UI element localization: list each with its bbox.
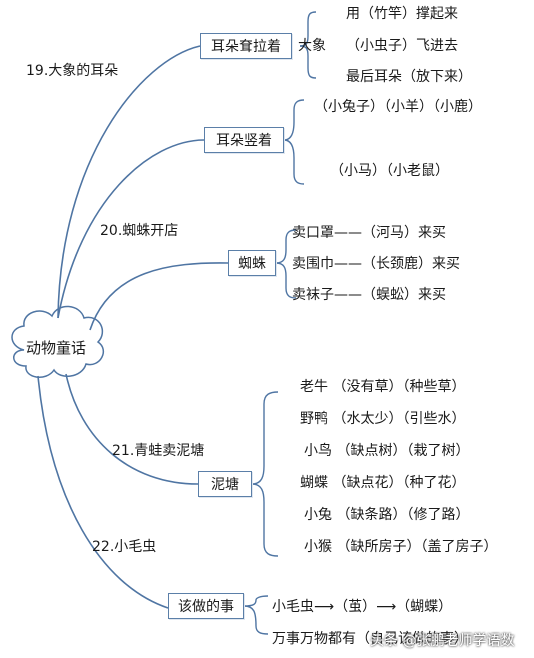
lesson-title-21: 21.青蛙卖泥塘 [112, 443, 205, 459]
branch-pond: 泥塘 [198, 471, 252, 497]
leaf-line: （小马）（小老鼠） [330, 163, 449, 179]
leaf-line: 老牛 （没有草）（种些草） [300, 379, 466, 395]
leaf-line: 卖口罩——（河马）来买 [292, 225, 446, 241]
leaf-line: 小兔 （缺条路）（修了路） [304, 507, 470, 523]
center-topic: 动物童话 [25, 339, 86, 357]
leaf-line: 蝴蝶 （缺点花）（种了花） [300, 475, 466, 491]
leaf-line: 用（竹竿）撑起来 [346, 6, 458, 22]
leaf-line: （小兔子）（小羊）（小鹿） [314, 99, 482, 115]
leaf-line: 最后耳朵（放下来） [346, 69, 472, 85]
watermark: 头条 @张鹏老师学语数 [370, 633, 515, 649]
leaf-line: 野鸭 （水太少）（引些水） [300, 411, 466, 427]
branch-ears-drooping: 耳朵耷拉着 [200, 33, 292, 59]
leaf-line: 小鸟 （缺点树）（栽了树） [304, 443, 470, 459]
lesson-title-20: 20.蜘蛛开店 [100, 223, 179, 239]
lesson-title-22: 22.小毛虫 [92, 539, 157, 555]
leaf-line: 小毛虫⟶（茧）⟶（蝴蝶） [272, 599, 453, 615]
center-cloud [11, 305, 104, 378]
branch-subject-elephant: 大象 [298, 38, 326, 54]
branch-ears-upright: 耳朵竖着 [204, 127, 284, 153]
branch-spider: 蜘蛛 [228, 250, 276, 276]
leaf-line: （小虫子）飞进去 [346, 38, 458, 54]
leaf-line: 卖围巾——（长颈鹿）来买 [292, 256, 460, 272]
leaf-line: 小猴 （缺所房子）（盖了房子） [304, 539, 498, 555]
lesson-title-19: 19.大象的耳朵 [26, 63, 119, 79]
leaf-line: 万事万物都有（自己该做的事） [272, 631, 468, 647]
branch-what-to-do: 该做的事 [168, 593, 244, 619]
leaf-line: 卖袜子——（蜈蚣）来买 [292, 287, 446, 303]
